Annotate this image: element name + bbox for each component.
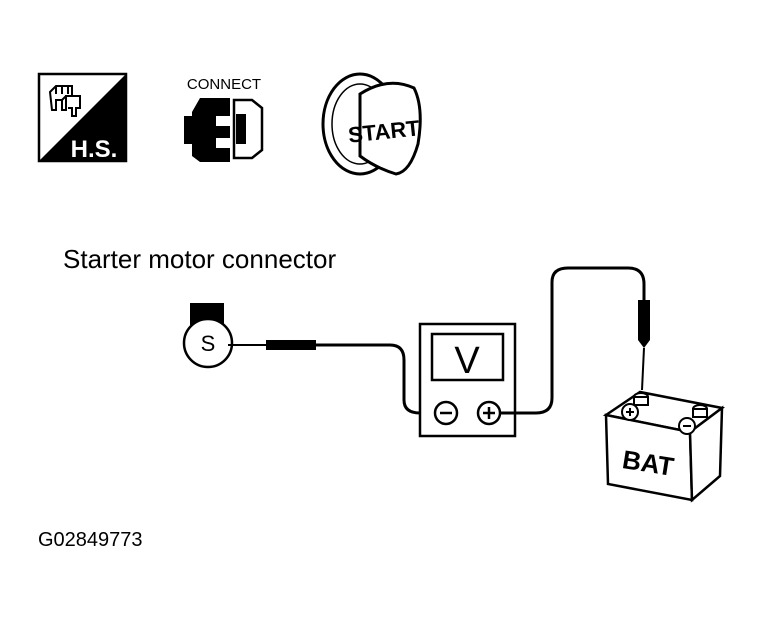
voltmeter: V [418, 322, 517, 438]
starter-connector: S [182, 303, 234, 369]
terminal-s-label: S [201, 331, 216, 356]
negative-probe [228, 340, 330, 350]
battery: BAT [602, 390, 726, 503]
connect-icon: CONNECT [184, 76, 264, 162]
hs-label: H.S. [71, 136, 118, 163]
hs-icon: H.S. [37, 72, 128, 163]
positive-probe [638, 300, 650, 391]
meter-v-label: V [454, 340, 480, 382]
negative-lead [330, 343, 434, 415]
diagram-title: Starter motor connector [63, 244, 336, 274]
figure-id: G02849773 [38, 529, 143, 551]
positive-lead [500, 266, 646, 415]
start-key-icon: START [321, 72, 422, 176]
connect-label: CONNECT [187, 76, 261, 93]
